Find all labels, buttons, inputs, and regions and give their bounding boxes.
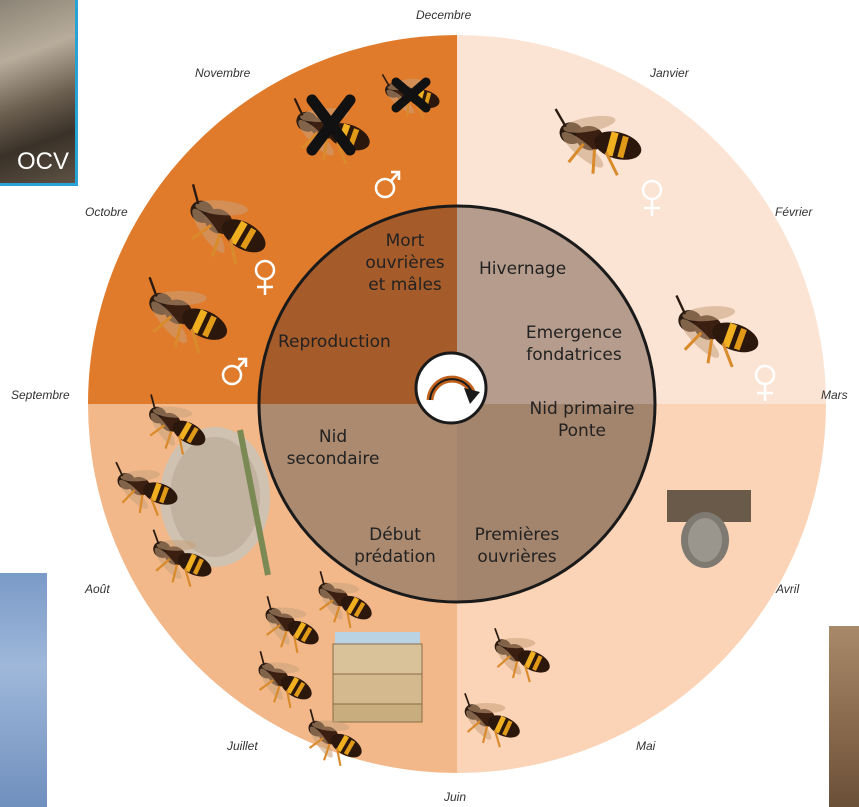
phase-start-predation: Début prédation <box>340 524 450 568</box>
phase-secondary-nest: Nid secondaire <box>278 426 388 470</box>
month-label-june: Juin <box>444 790 466 804</box>
month-label-september: Septembre <box>11 388 70 402</box>
month-label-august: Août <box>85 582 110 596</box>
photo-caption: OCV <box>17 148 69 176</box>
cycle-arrow-icon <box>416 353 486 423</box>
phase-founders-emergence: Emergence fondatrices <box>514 322 634 366</box>
month-label-february: Février <box>775 205 812 219</box>
tree-photo <box>0 573 47 807</box>
month-label-november: Novembre <box>195 66 250 80</box>
month-label-march: Mars <box>821 388 848 402</box>
phase-reproduction: Reproduction <box>278 331 391 353</box>
month-label-may: Mai <box>636 739 655 753</box>
month-label-october: Octobre <box>85 205 128 219</box>
phase-hibernation: Hivernage <box>479 258 566 280</box>
phase-death-workers-males: Mort ouvrières et mâles <box>350 230 460 296</box>
phase-primary-nest-laying: Nid primaire Ponte <box>512 398 652 442</box>
nest-photo: OCV <box>0 0 78 186</box>
trunk-photo <box>829 626 859 807</box>
month-label-july: Juillet <box>227 739 258 753</box>
month-label-april: Avril <box>776 582 799 596</box>
beehive-icon <box>333 632 422 722</box>
month-label-january: Janvier <box>650 66 689 80</box>
month-label-december: Decembre <box>416 8 471 22</box>
phase-first-workers: Premières ouvrières <box>462 524 572 568</box>
